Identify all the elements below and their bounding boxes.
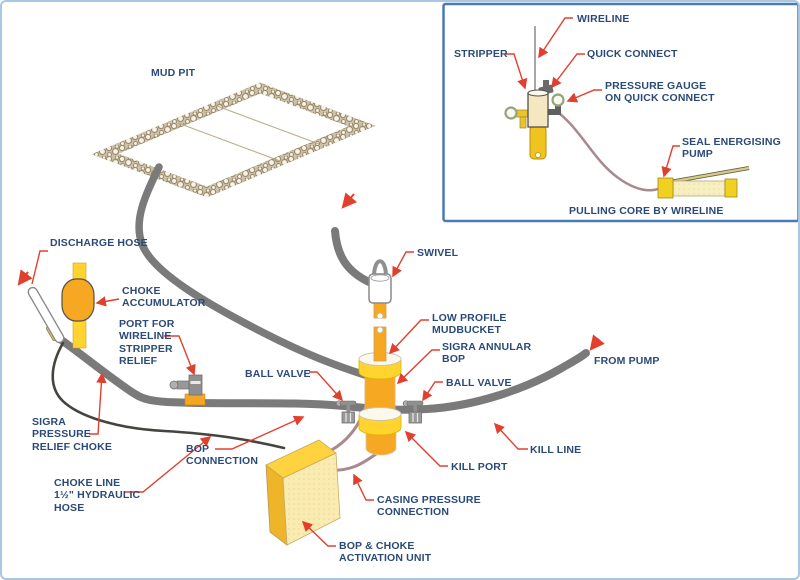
label-discharge-hose: DISCHARGE HOSE [50, 237, 148, 249]
leader-kill-line [493, 422, 528, 450]
swivel-flow-arrow [341, 192, 357, 209]
label-seal-energising-pump: SEAL ENERGISING PUMP [682, 136, 781, 161]
label-kill-port: KILL PORT [451, 461, 508, 473]
mud-pit [91, 82, 376, 198]
label-stripper: STRIPPER [454, 48, 508, 60]
choke-accumulator [61, 262, 95, 349]
leader-mudbucket [388, 319, 429, 355]
label-bop-connection: BOP CONNECTION [186, 443, 259, 468]
pressure-gauge [551, 93, 565, 107]
top-flange [358, 352, 402, 380]
gauge-left [504, 106, 518, 120]
label-kill-line: KILL LINE [530, 444, 582, 456]
leader-pressure-gauge [566, 89, 602, 103]
label-mud-pit: MUD PIT [151, 67, 196, 79]
leader-ball-valve-right [422, 381, 443, 402]
flow-arrows [17, 192, 605, 351]
leader-choke-line-hose [125, 436, 212, 493]
ball-valve-right [402, 400, 424, 424]
leader-discharge-hose [31, 250, 48, 285]
seal-energising-pump [657, 166, 750, 199]
leader-stripper [506, 53, 528, 90]
leader-port-relief [164, 335, 196, 376]
wireline-stripper-relief-port-valve [169, 374, 206, 406]
choke-hydraulic-hose [51, 341, 286, 450]
label-ball-valve-left: BALL VALVE [245, 368, 311, 380]
leader-annular-bop [396, 349, 440, 385]
leader-casing-pressure [353, 473, 374, 501]
swivel-hose [331, 227, 373, 286]
label-quick-connect: QUICK CONNECT [587, 48, 678, 60]
leader-relief-choke [89, 372, 107, 435]
label-wireline: WIRELINE [577, 13, 630, 25]
discharge-hose [27, 286, 65, 344]
gauge-arm-left [515, 109, 530, 118]
label-swivel: SWIVEL [417, 247, 459, 259]
leader-wireline [538, 17, 573, 59]
inset-pulling-core [504, 26, 750, 199]
inset-caption: PULLING CORE BY WIRELINE [569, 205, 724, 217]
label-ball-valve-right: BALL VALVE [446, 377, 512, 389]
leader-seal-pump [661, 145, 680, 178]
quick-connect-nub [543, 80, 549, 87]
ball-valve-left [335, 400, 357, 424]
mudbucket-pipe [373, 300, 387, 362]
label-sigra-annular-bop: SIGRA ANNULAR BOP [442, 341, 532, 366]
gauge-arm-right [545, 109, 561, 115]
label-sigra-pressure-relief-choke: SIGRA PRESSURE RELIEF CHOKE [32, 416, 112, 453]
label-from-pump: FROM PUMP [594, 355, 660, 367]
stripper-assembly [504, 80, 565, 160]
bop-stack [358, 259, 402, 456]
label-low-profile-mudbucket: LOW PROFILE MUDBUCKET [432, 312, 507, 337]
choke-kill-line [56, 335, 590, 414]
label-casing-pressure-connection: CASING PRESSURE CONNECTION [377, 494, 481, 519]
discharge-flow-arrow [17, 269, 33, 286]
label-choke-accumulator: CHOKE ACCUMULATOR [122, 285, 206, 310]
inset-frame [442, 2, 798, 223]
lower-flange [358, 407, 402, 436]
leader-ball-valve-left [309, 371, 344, 402]
leader-activation-unit [301, 520, 336, 547]
leader-lines [31, 17, 680, 547]
label-choke-line-hydraulic-hose: CHOKE LINE 1½" HYDRAULIC HOSE [54, 477, 141, 514]
leader-quick-connect [551, 53, 585, 89]
label-bop-choke-activation-unit: BOP & CHOKE ACTIVATION UNIT [339, 540, 432, 565]
label-pressure-gauge-on-quick-connect: PRESSURE GAUGE ON QUICK CONNECT [605, 80, 715, 105]
label-port-for-wireline-stripper-relief: PORT FOR WIRELINE STRIPPER RELIEF [119, 318, 175, 368]
mud-pit-hose [135, 163, 369, 379]
swivel [368, 259, 392, 304]
bop-choke-activation-unit [265, 439, 341, 546]
from-pump-flow-arrow [589, 334, 605, 351]
leader-bop-connection [215, 415, 305, 450]
leader-swivel [392, 251, 414, 278]
stripper-body [527, 92, 549, 128]
leader-kill-port [404, 430, 448, 467]
leader-choke-accumulator [95, 296, 120, 307]
gauge-foot-left [519, 116, 527, 129]
seal-pump-hose [559, 113, 661, 192]
